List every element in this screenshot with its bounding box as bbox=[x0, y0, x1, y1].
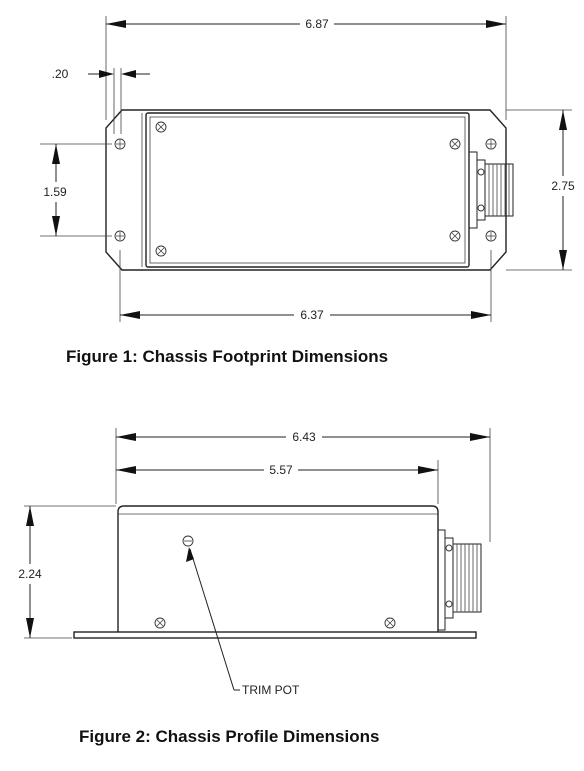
dimension-label-hole-spacing: 6.37 bbox=[300, 308, 324, 322]
trim-pot-callout: TRIM POT bbox=[186, 547, 300, 697]
dimension-hole-spacing: 6.37 bbox=[119, 250, 492, 322]
callout-label-trim-pot: TRIM POT bbox=[242, 683, 300, 697]
dimension-label-overall-width: 6.87 bbox=[305, 17, 329, 31]
trim-pot bbox=[182, 535, 194, 547]
chassis-body-outline bbox=[145, 112, 470, 268]
dimension-label-body-length: 5.57 bbox=[269, 463, 293, 477]
dimension-label-hole-offset: .20 bbox=[52, 67, 69, 81]
dimension-label-height: 2.75 bbox=[551, 179, 575, 193]
dimension-hole-offset: .20 bbox=[52, 67, 150, 134]
dimension-overall-width: 6.87 bbox=[105, 16, 507, 120]
cover-screw-bottom-left bbox=[155, 245, 167, 257]
mounting-hole-bottom-left bbox=[114, 230, 126, 242]
figure-1-caption: Figure 1: Chassis Footprint Dimensions bbox=[66, 347, 388, 366]
dimension-height: 2.75 bbox=[506, 109, 575, 271]
dimension-body-length: 5.57 bbox=[116, 460, 439, 504]
dimension-hole-vertical: 1.59 bbox=[40, 143, 112, 237]
cover-screw-top-left bbox=[155, 121, 167, 133]
dimension-label-hole-vertical: 1.59 bbox=[43, 185, 67, 199]
dimension-label-overall-length: 6.43 bbox=[292, 430, 316, 444]
profile-body-outline bbox=[117, 505, 439, 632]
profile-screw-right bbox=[384, 617, 396, 629]
mounting-hole-bottom-right bbox=[485, 230, 497, 242]
cover-screw-bottom-right bbox=[449, 230, 461, 242]
cover-screw-top-right bbox=[449, 138, 461, 150]
dimension-profile-height: 2.24 bbox=[18, 505, 116, 639]
figure-1-footprint: 6.87 .20 1.59 bbox=[40, 16, 575, 366]
dimension-overall-length: 6.43 bbox=[115, 428, 491, 542]
profile-screw-left bbox=[154, 617, 166, 629]
connector-side-view bbox=[437, 529, 482, 631]
mounting-hole-top-right bbox=[485, 138, 497, 150]
mounting-flange-outline bbox=[105, 109, 507, 271]
connector-top-view bbox=[468, 151, 514, 229]
dimension-label-profile-height: 2.24 bbox=[18, 567, 42, 581]
figure-2-caption: Figure 2: Chassis Profile Dimensions bbox=[79, 727, 379, 746]
chassis-body-inner-edge bbox=[149, 116, 466, 264]
figure-2-profile: TRIM POT 6.43 5.57 bbox=[18, 428, 491, 746]
mounting-hole-top-left bbox=[114, 138, 126, 150]
base-flange-plate bbox=[73, 631, 477, 639]
